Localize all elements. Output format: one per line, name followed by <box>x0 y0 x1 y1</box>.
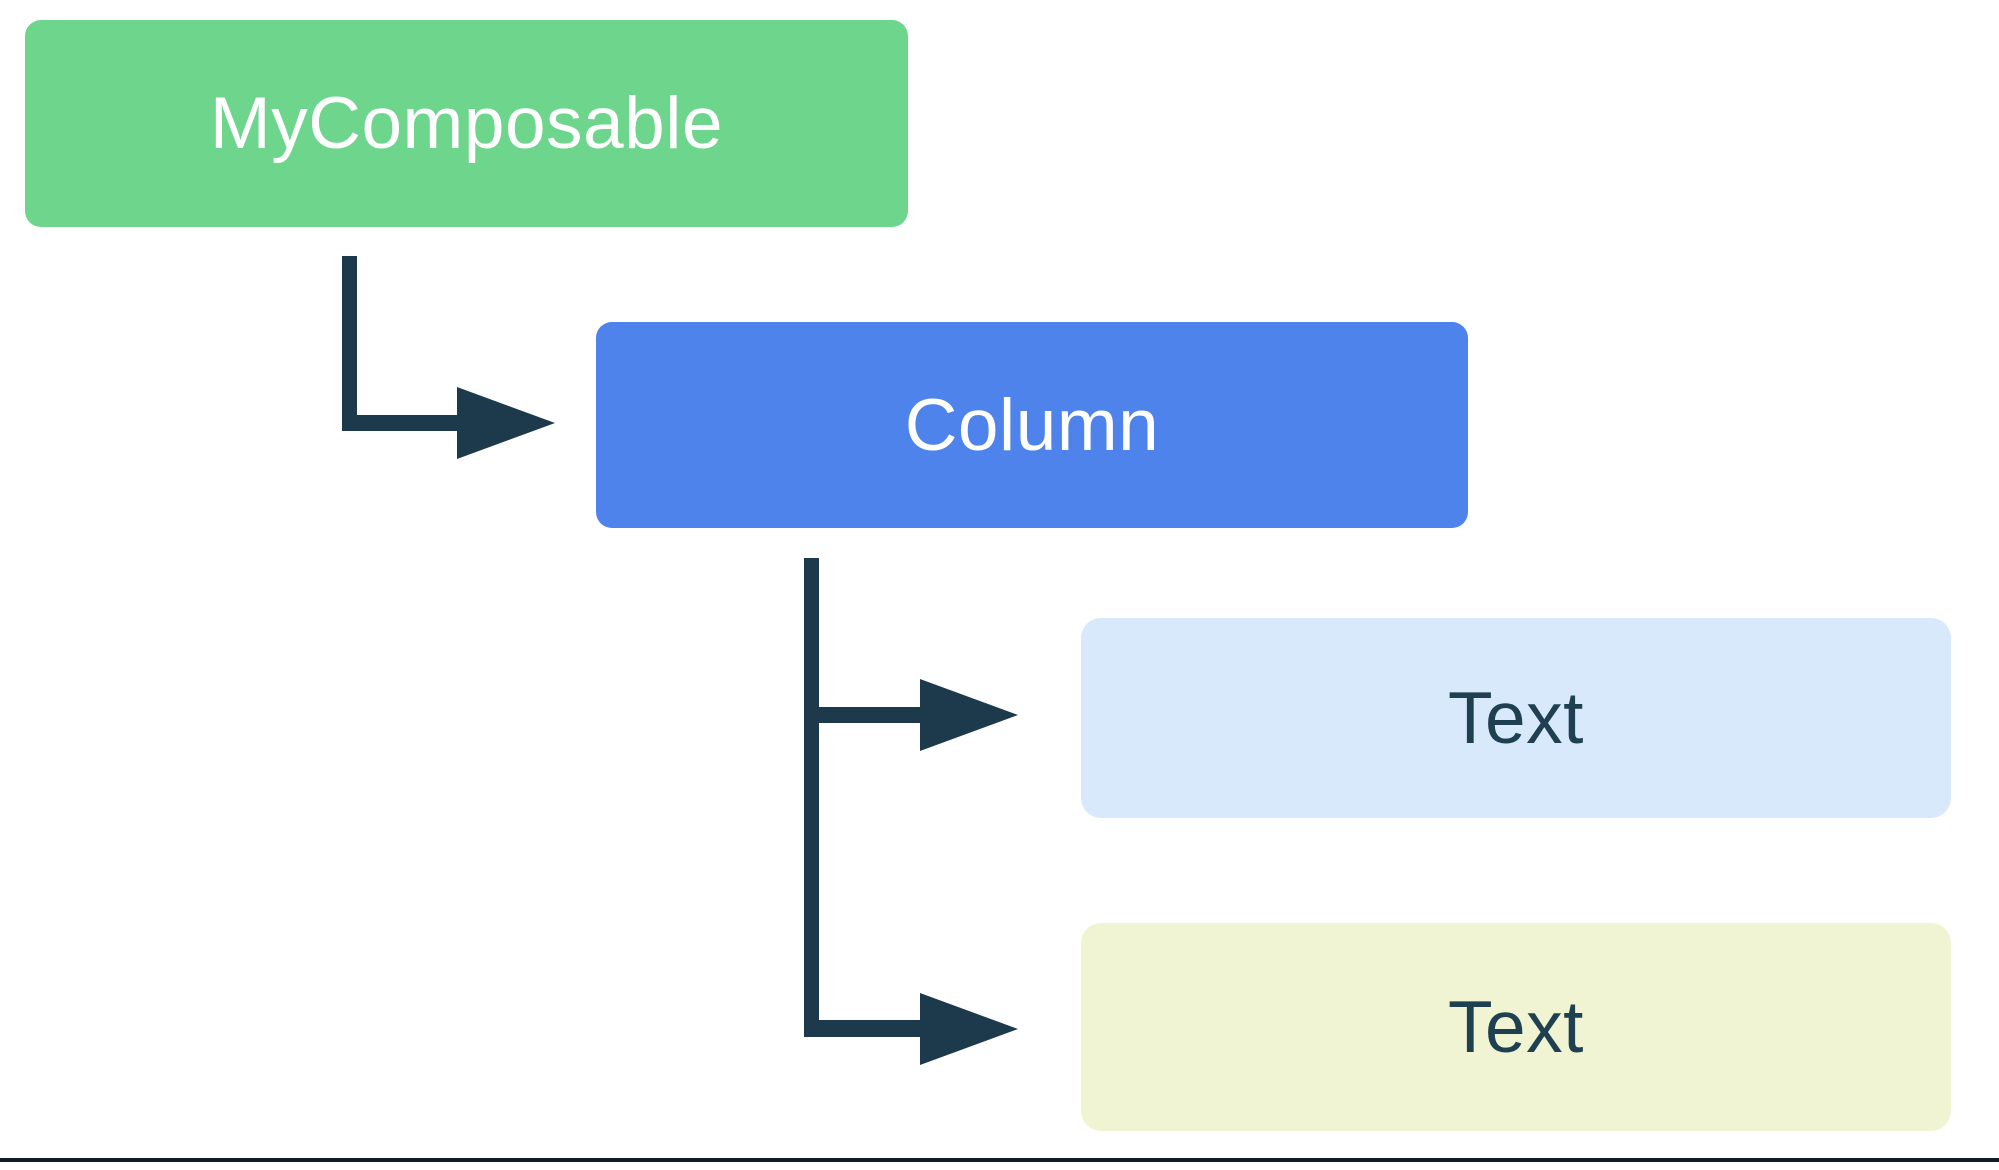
edge-mycomposable-column-horizontal-line <box>342 415 460 431</box>
node-text-1: Text <box>1081 618 1951 818</box>
bottom-border-line <box>0 1158 1999 1162</box>
arrowhead-icon <box>920 679 1018 751</box>
edge-column-children-trunk-line <box>804 558 819 1037</box>
arrowhead-icon <box>457 387 555 459</box>
edge-mycomposable-column-vertical-line <box>342 256 357 431</box>
edge-column-text1-horizontal-line <box>804 707 925 723</box>
node-text-2: Text <box>1081 923 1951 1131</box>
node-mycomposable: MyComposable <box>25 20 908 227</box>
arrowhead-icon <box>920 993 1018 1065</box>
edge-column-text2-horizontal-line <box>804 1020 925 1037</box>
node-column: Column <box>596 322 1468 528</box>
